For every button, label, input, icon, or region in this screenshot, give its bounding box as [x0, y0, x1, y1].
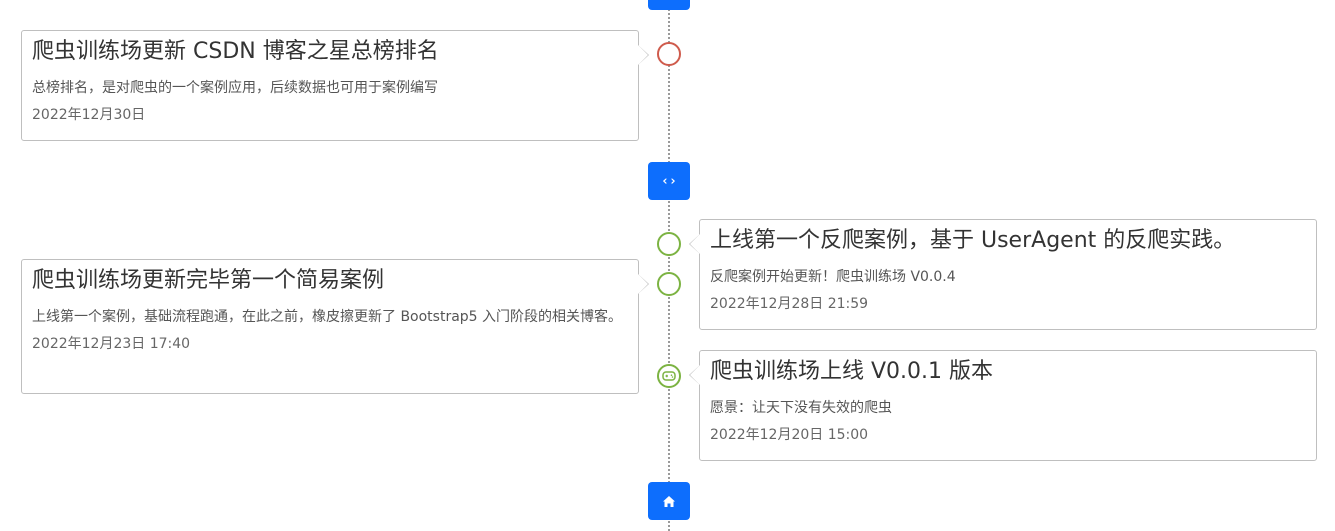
timeline-card-title: 爬虫训练场更新完毕第一个简易案例: [32, 268, 385, 293]
timeline-line: [668, 0, 670, 531]
code-button[interactable]: ‹›: [648, 162, 690, 200]
timeline-card: 爬虫训练场更新 CSDN 博客之星总榜排名 总榜排名，是对爬虫的一个案例应用，后…: [21, 30, 649, 141]
timeline-card-date: 2022年12月28日 21:59: [710, 296, 869, 312]
gamepad-icon: [662, 367, 676, 386]
timeline-card-title: 上线第一个反爬案例，基于 UserAgent 的反爬实践。: [710, 228, 1236, 253]
timeline-card-date: 2022年12月23日 17:40: [32, 336, 191, 352]
timeline-card-description: 反爬案例开始更新！爬虫训练场 V0.0.4: [710, 269, 956, 285]
timeline-card: 爬虫训练场更新完毕第一个简易案例 上线第一个案例，基础流程跑通，在此之前，橡皮擦…: [21, 259, 649, 394]
timeline-card-title: 爬虫训练场更新 CSDN 博客之星总榜排名: [32, 39, 439, 64]
timeline-card-title: 爬虫训练场上线 V0.0.1 版本: [710, 359, 994, 384]
timeline-card-description: 总榜排名，是对爬虫的一个案例应用，后续数据也可用于案例编写: [32, 80, 438, 96]
timeline-card-date: 2022年12月30日: [32, 107, 146, 123]
timeline-card-date: 2022年12月20日 15:00: [710, 427, 869, 443]
timeline-marker-red: [657, 42, 681, 66]
timeline-marker-green: [657, 272, 681, 296]
timeline-card: 上线第一个反爬案例，基于 UserAgent 的反爬实践。 反爬案例开始更新！爬…: [689, 219, 1317, 330]
timeline-card-description: 愿景：让天下没有失效的爬虫: [710, 400, 892, 416]
scroll-top-button[interactable]: [648, 0, 690, 10]
code-icon: ‹›: [661, 173, 677, 189]
timeline-card-description: 上线第一个案例，基础流程跑通，在此之前，橡皮擦更新了 Bootstrap5 入门…: [32, 309, 623, 325]
home-icon: [662, 495, 676, 508]
timeline-marker-gamepad: [657, 364, 681, 388]
home-button[interactable]: [648, 482, 690, 520]
timeline-marker-green: [657, 232, 681, 256]
timeline-card: 爬虫训练场上线 V0.0.1 版本 愿景：让天下没有失效的爬虫 2022年12月…: [689, 350, 1317, 461]
